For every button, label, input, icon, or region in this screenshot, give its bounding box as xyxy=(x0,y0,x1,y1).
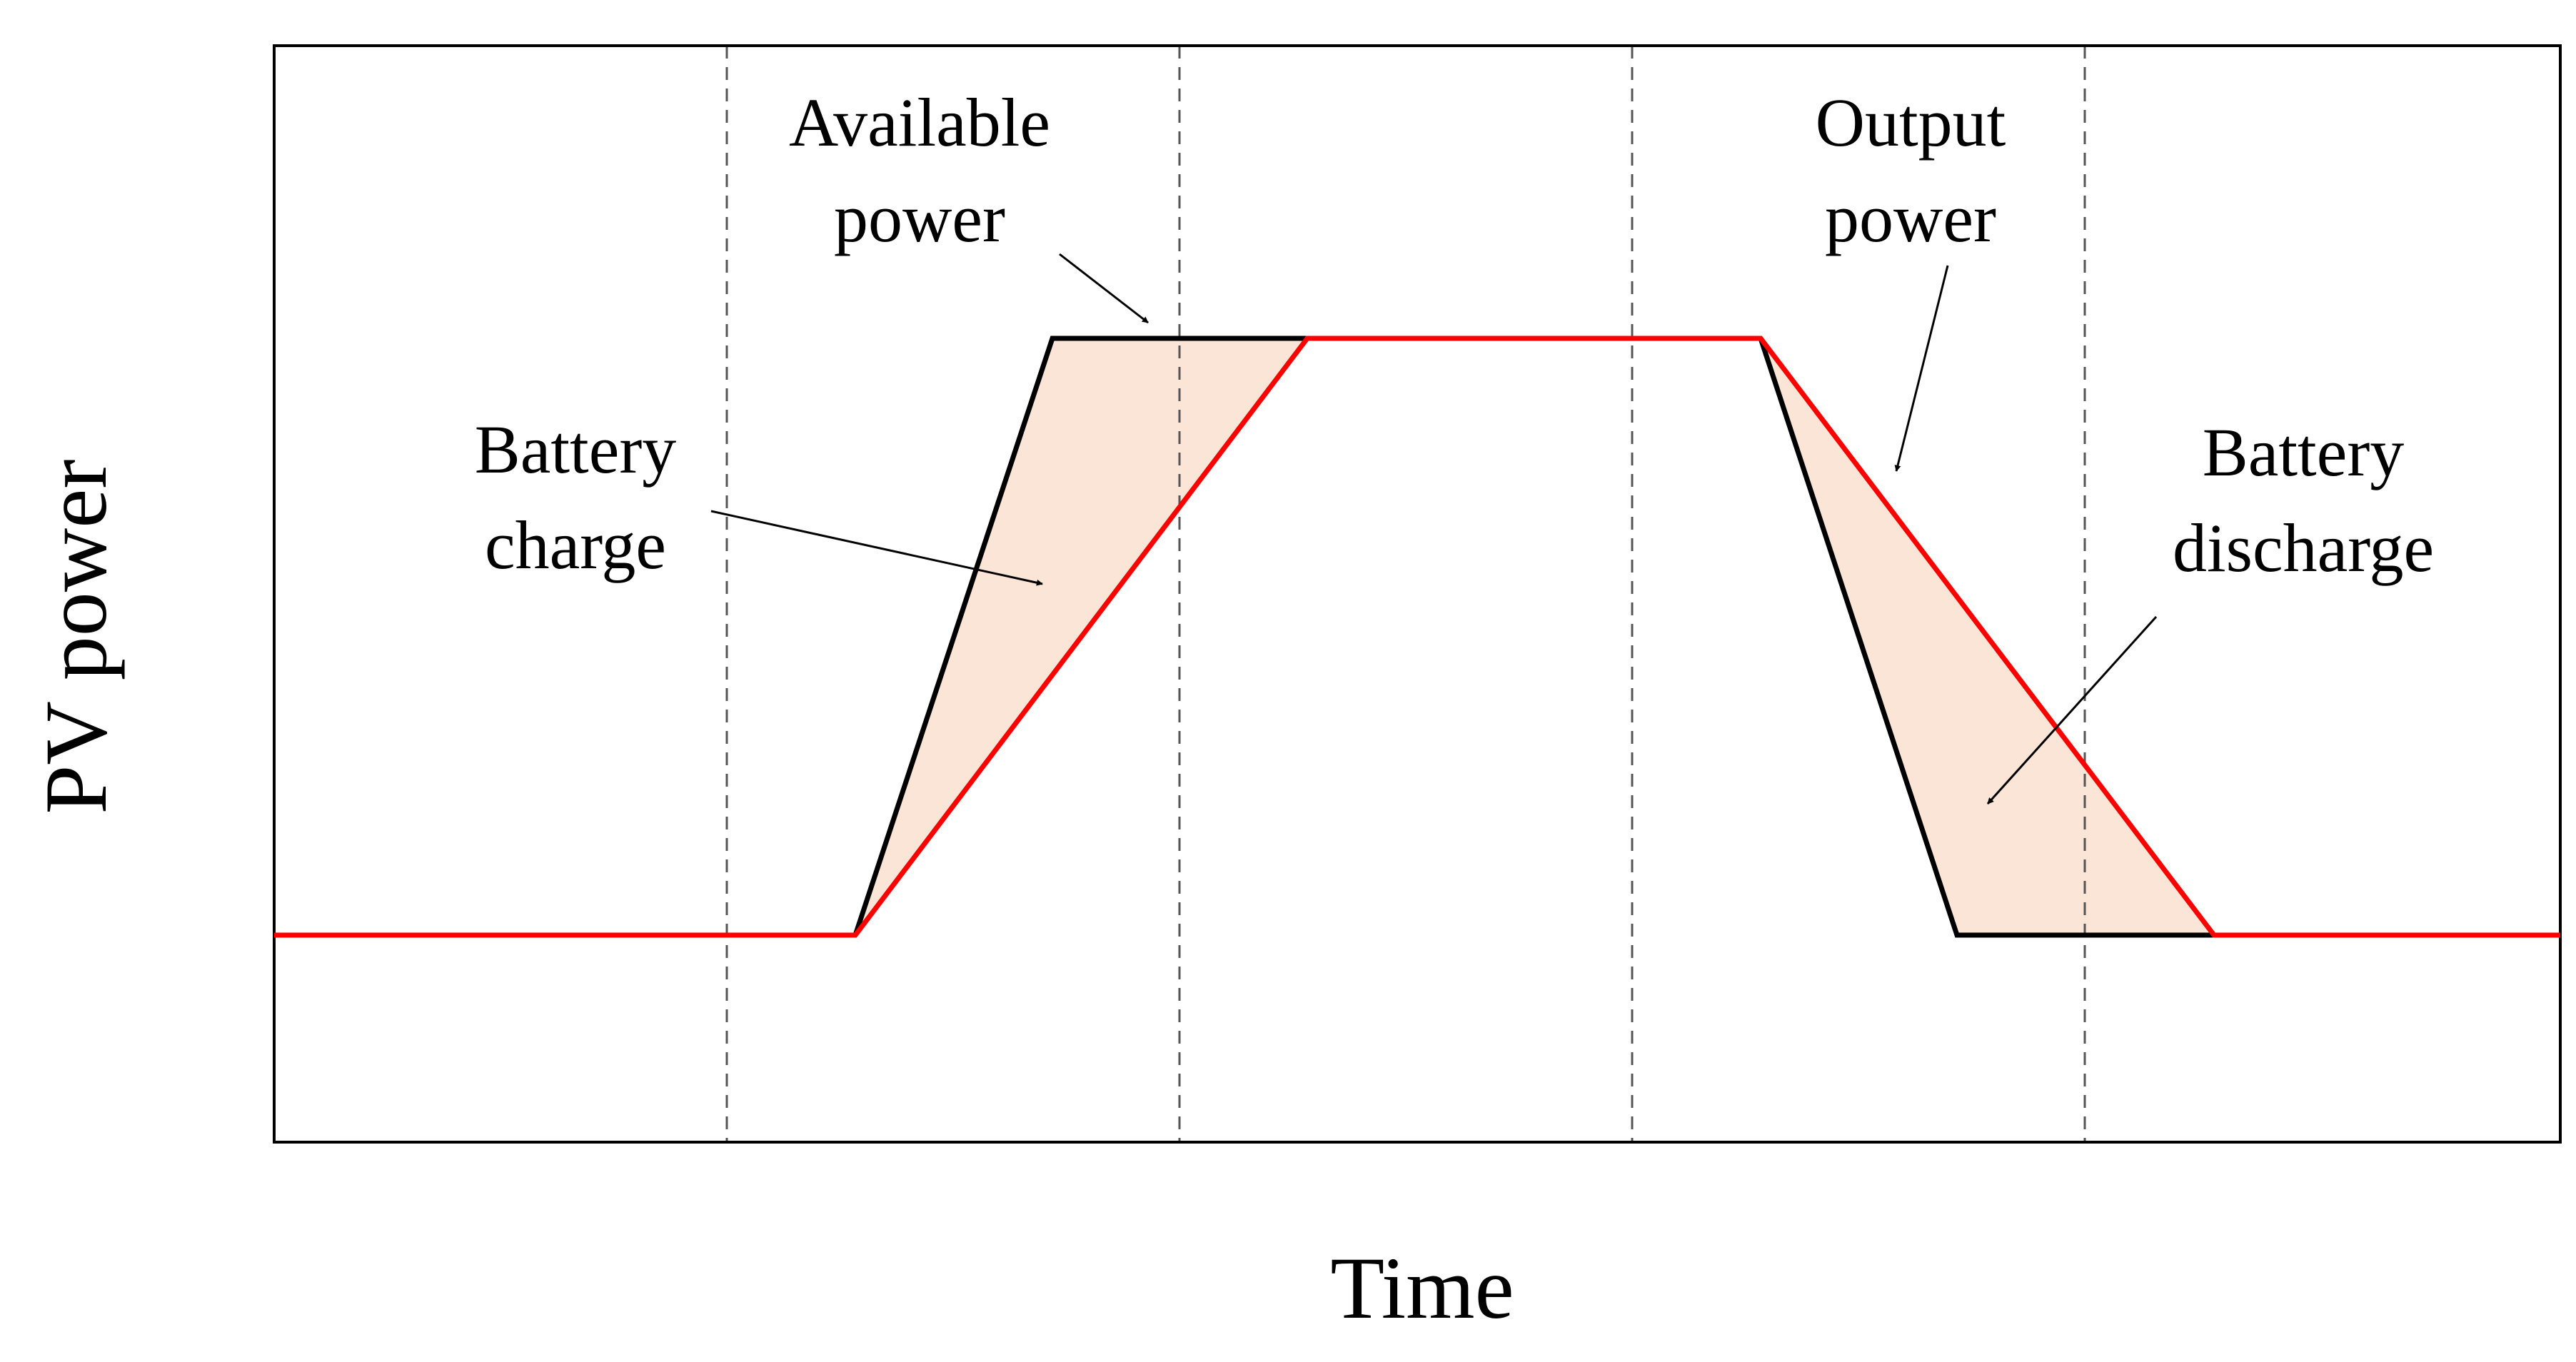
arrow-output-power xyxy=(1894,265,1949,472)
label-battery-discharge-line2: discharge xyxy=(2173,510,2434,586)
annotation-arrows xyxy=(710,253,2158,805)
available-power-line-falling xyxy=(1758,337,2214,938)
label-output-power-line1: Output xyxy=(1816,84,2006,161)
output-power-line xyxy=(274,336,2560,938)
label-available-power-line2: power xyxy=(834,180,1005,256)
label-battery-charge-line1: Battery xyxy=(475,411,677,488)
dashed-dividers xyxy=(725,46,2086,1142)
label-battery-charge-line2: charge xyxy=(485,507,666,583)
arrow-available-power xyxy=(1059,253,1149,324)
label-available-power-line1: Available xyxy=(789,84,1050,161)
y-axis-label: PV power xyxy=(27,459,125,814)
plot-frame xyxy=(273,44,2562,1144)
available-power-line xyxy=(852,336,1307,937)
arrow-battery-charge xyxy=(710,510,1043,586)
arrow-battery-discharge xyxy=(1986,615,2158,805)
label-output-power-line2: power xyxy=(1825,180,1996,256)
label-battery-discharge-line1: Battery xyxy=(2203,414,2405,490)
x-axis-label: Time xyxy=(1330,1239,1514,1337)
